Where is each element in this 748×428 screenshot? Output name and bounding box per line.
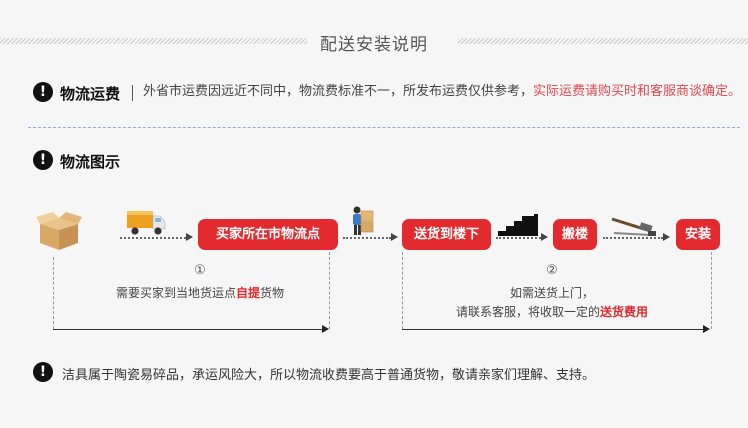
porter-icon: [353, 206, 374, 235]
fee-title: 物流运费: [60, 85, 121, 103]
tools-icon: [611, 217, 656, 236]
footer-note: 洁具属于陶瓷易碎品，承运风险大，所以物流收费要高于普通货物，敬请亲家们理解、支持…: [62, 368, 596, 383]
truck-icon: [127, 211, 166, 235]
page-title: 配送安装说明: [320, 35, 428, 55]
arrowhead: [391, 233, 398, 241]
note-text: 货物: [260, 286, 285, 300]
exclamation-icon: !: [33, 150, 53, 170]
flow-arrow-1: [120, 237, 186, 239]
flow-arrow-2: [343, 237, 391, 239]
arrowhead: [663, 233, 670, 241]
step-pill-local-depot: 买家所在市物流点: [198, 219, 338, 250]
note-text: 需要买家到当地货运点: [115, 286, 236, 300]
step-pill-carry-upstairs: 搬楼: [553, 219, 597, 250]
note-bold: 自提: [235, 286, 260, 300]
arrowhead: [703, 325, 710, 333]
note-text: 请联系客服，将收取一定的: [455, 305, 600, 319]
branch-arrow-2: [402, 329, 704, 330]
exclamation-icon: !: [33, 82, 53, 102]
arrowhead: [322, 325, 329, 333]
flow-arrow-3: [496, 237, 541, 239]
branch-dashed-line: [402, 252, 403, 329]
flow-arrow-4: [603, 237, 663, 239]
step-number-2: ②: [546, 263, 558, 278]
step-pill-deliver-downstairs: 送货到楼下: [402, 219, 491, 250]
note-line-1: 如需送货上门，: [509, 286, 594, 300]
header-stripe-right: [458, 38, 748, 44]
branch-dashed-line: [329, 252, 330, 329]
branch-dashed-line: [711, 252, 712, 329]
arrowhead: [541, 233, 548, 241]
fee-text-highlight: 实际运费请购买时和客服商谈确定。: [533, 84, 742, 99]
step-note-1: 需要买家到当地货运点自提货物: [60, 284, 340, 303]
arrowhead: [186, 233, 193, 241]
divider: [132, 85, 133, 101]
exclamation-icon: !: [33, 362, 53, 382]
branch-dashed-line: [53, 257, 54, 329]
fee-description: 外省市运费因远近不同中，物流费标准不一，所发布运费仅供参考，实际运费请购买时和客…: [143, 82, 743, 101]
branch-arrow-1: [53, 329, 323, 330]
box-icon: [36, 212, 82, 250]
section-divider: [28, 127, 740, 128]
fee-text-normal: 外省市运费因远近不同中，物流费标准不一，所发布运费仅供参考，: [143, 84, 534, 99]
note-bold: 送货费用: [600, 305, 649, 319]
note-line-2: 请联系客服，将收取一定的送货费用: [402, 303, 702, 322]
step-number-1: ①: [194, 263, 206, 278]
header-stripe-left: [0, 38, 307, 44]
step-note-2: 如需送货上门， 请联系客服，将收取一定的送货费用: [402, 284, 702, 322]
step-pill-install: 安装: [676, 219, 720, 250]
stairs-icon: [498, 214, 538, 236]
diagram-title: 物流图示: [60, 153, 121, 171]
